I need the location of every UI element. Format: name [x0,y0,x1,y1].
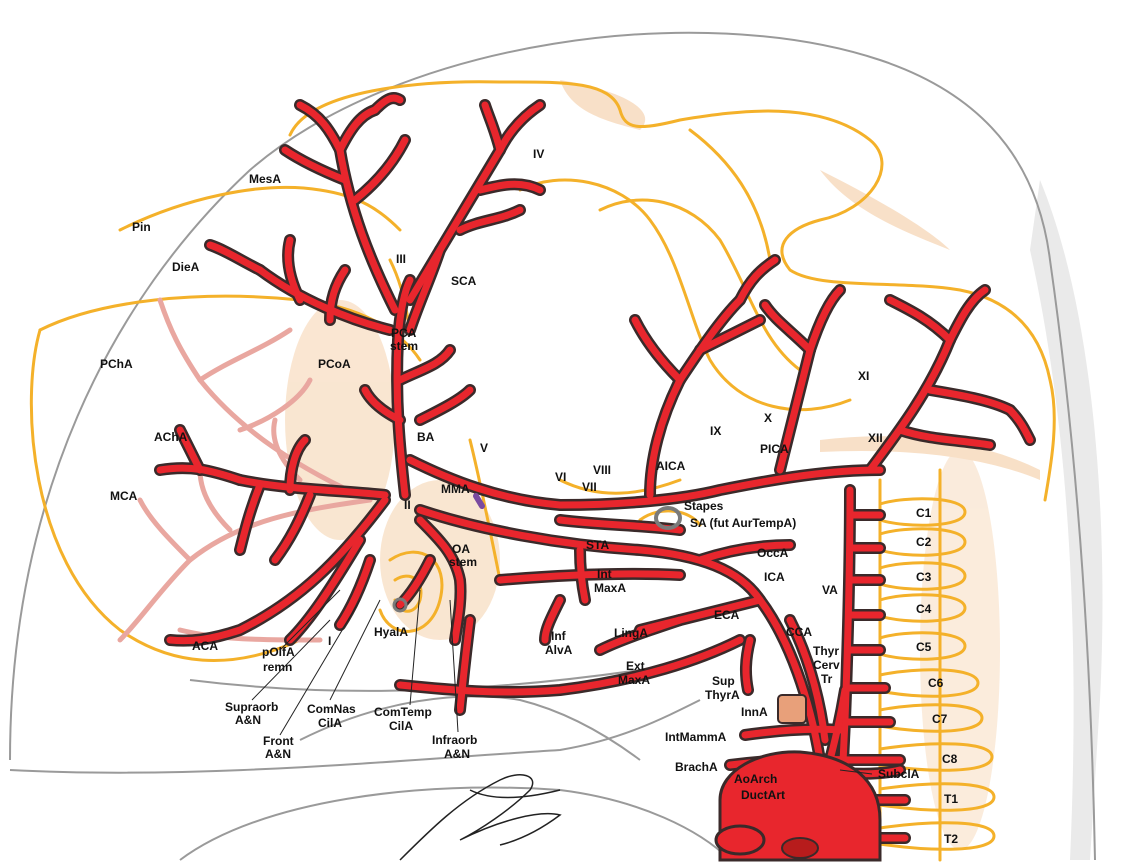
label-bracha: BrachA [675,760,718,774]
label-ba: BA [417,430,435,444]
label-t1: T1 [944,792,958,806]
label-infraorb-2: A&N [444,747,470,761]
label-oa-stem-1: OA [452,542,470,556]
label-comnas-1: ComNas [307,702,356,716]
label-ext-maxa-2: MaxA [618,673,650,687]
label-stapes: Stapes [684,499,724,513]
label-pcoa: PCoA [318,357,351,371]
label-pca-stem-1: PCA [391,326,417,340]
label-c7: C7 [932,712,948,726]
label-oa-stem-2: stem [449,555,477,569]
label-comnas-2: CilA [318,716,342,730]
label-c6: C6 [928,676,944,690]
diea-b1 [210,245,260,270]
label-linga: LingA [614,626,648,640]
label-thyr-3: Tr [821,672,833,686]
label-ext-maxa-1: Ext [626,659,645,673]
label-inf-alva-2: AlvA [545,643,573,657]
label-c5: C5 [916,640,932,654]
label-aca: ACA [192,639,218,653]
label-mesa: MesA [249,172,281,186]
label-comtemp-1: ComTemp [374,705,432,719]
xi-b4 [890,300,950,340]
ductus-arteriosus-stub [716,826,764,854]
label-sup-thyra-2: ThyrA [705,688,740,702]
label-ii: II [404,498,411,512]
label-supraorb-2: A&N [235,713,261,727]
label-sca: SCA [451,274,477,288]
label-inna: InnA [741,705,768,719]
label-vi: VI [555,470,566,484]
label-intmamma: IntMammA [665,730,727,744]
label-thyr-1: Thyr [813,644,839,658]
label-eca: ECA [714,608,740,622]
label-c4: C4 [916,602,932,616]
label-iii: III [396,252,406,266]
label-mca: MCA [110,489,138,503]
label-viii: VIII [593,463,611,477]
innominate-artery [778,695,806,723]
label-c2: C2 [916,535,932,549]
label-infraorb-1: Infraorb [432,733,477,747]
label-ix: IX [710,424,721,438]
label-xii: XII [868,431,883,445]
label-sup-thyra-1: Sup [712,674,735,688]
label-inf-alva-1: Inf [551,629,567,643]
label-ica: ICA [764,570,785,584]
label-supraorb-1: Supraorb [225,700,278,714]
ba-b3 [420,390,470,420]
label-va: VA [822,583,838,597]
label-x: X [764,411,772,425]
label-c3: C3 [916,570,932,584]
label-xi: XI [858,369,869,383]
cerebellar-outline [690,130,770,260]
label-front-2: A&N [265,747,291,761]
label-pin: Pin [132,220,151,234]
label-v: V [480,441,488,455]
label-front-1: Front [263,734,294,748]
label-vii: VII [582,480,597,494]
lower-body-outline [180,788,730,860]
pontine-flexure [560,480,680,493]
label-c8: C8 [942,752,958,766]
label-i: I [328,634,331,648]
label-occa: OccA [757,546,789,560]
label-pcha: PChA [100,357,133,371]
sup-thyra [746,640,750,690]
label-ductart: DuctArt [741,788,785,802]
label-acha: AChA [154,430,188,444]
label-pca-stem-2: stem [390,339,418,353]
label-mma: MMA [441,482,470,496]
pica-b1 [810,290,840,350]
label-pica: PICA [760,442,789,456]
label-t2: T2 [944,832,958,846]
mca-b3 [275,495,310,560]
label-int-maxa-1: Int [597,567,612,581]
label-cca: CCA [786,625,812,639]
label-aoarch: AoArch [734,772,777,786]
label-c1: C1 [916,506,932,520]
label-hyala: HyalA [374,625,408,639]
label-aica: AICA [656,459,686,473]
pica-b2 [765,305,810,350]
label-diea: DieA [172,260,200,274]
label-int-maxa-2: MaxA [594,581,626,595]
label-subcla: SubclA [878,767,920,781]
label-thyr-2: Cerv [813,658,840,672]
label-comtemp-2: CilA [389,719,413,733]
label-polfa-2: remn [263,660,292,674]
aica-b2 [635,320,680,380]
label-sa: SA (fut AurTempA) [690,516,796,530]
label-sta: STA [586,538,609,552]
label-iv: IV [533,147,544,161]
label-polfa-1: pOlfA [262,645,295,659]
